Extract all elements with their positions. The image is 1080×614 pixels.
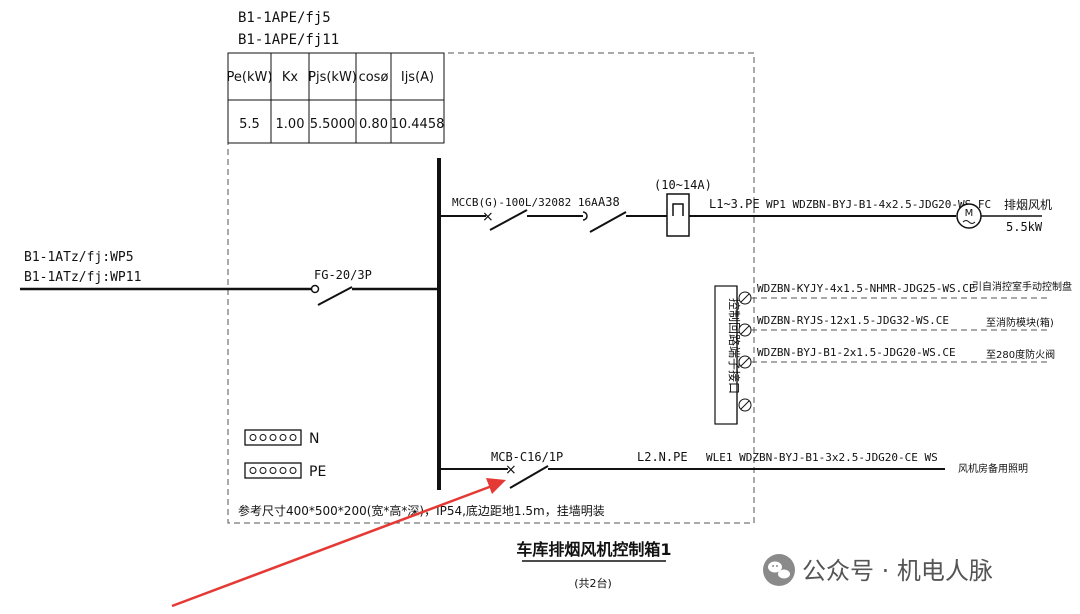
watermark-text: 公众号 · 机电人脉 [802, 557, 993, 585]
lighting-load-name: 风机房备用照明 [958, 462, 1028, 475]
relay-range-label: (10~14A) [654, 178, 712, 192]
mccb-cross-icon: × [482, 209, 494, 225]
table-header-pjs: Pjs(kW) [308, 70, 357, 85]
neutral-bar-label: N [309, 431, 319, 447]
table-value-kx: 1.00 [276, 117, 305, 132]
fan-phase-label: L1~3.PE [709, 197, 760, 211]
circuit-fan: × MCCB(G)-100L/32082 16A A38 (10~14A) L1… [439, 178, 1052, 237]
thermal-relay-element [672, 203, 684, 216]
isolator-blade [317, 286, 353, 306]
lighting-phase-label: L2.N.PE [637, 450, 688, 464]
mcb-label: MCB-C16/1P [491, 450, 563, 464]
enclosure-note: 参考尺寸400*500*200(宽*高*深)，IP54,底边距地1.5m，挂墙明… [238, 503, 605, 518]
fan-load-name: 排烟风机 [1004, 198, 1052, 212]
wechat-logo-icon [763, 554, 795, 586]
motor-symbol: M [965, 208, 974, 219]
table-value-ijs: 10.4458 [391, 117, 445, 132]
table-value-pjs: 5.5000 [310, 117, 356, 132]
motor-tilde-icon [962, 220, 976, 224]
mccb-label: MCCB(G)-100L/32082 16A [452, 196, 598, 209]
table-header-pe: Pe(kW) [227, 70, 273, 85]
control-cable-1: WDZBN-KYJY-4x1.5-NHMR-JDG25-WS.CE [757, 282, 976, 295]
source-label-2: B1-1APE/fj11 [238, 32, 339, 48]
earth-bar: PE [244, 462, 326, 480]
fan-load-power: 5.5kW [1006, 220, 1043, 234]
watermark: 公众号 · 机电人脉 [763, 554, 993, 586]
isolator-pivot [310, 284, 320, 294]
control-dest-3: 至280度防火阀 [986, 348, 1055, 361]
table-header-kx: Kx [282, 70, 299, 85]
panel-subtitle: (共2台) [574, 576, 612, 590]
load-table: Pe(kW) Kx Pjs(kW) cosø Ijs(A) 5.5 1.00 5… [227, 52, 445, 144]
terminal-block: 控制回路端子接口 WDZBN-KYJY-4x1.5-NHMR-JDG25-WS.… [714, 280, 1072, 425]
control-cable-3: WDZBN-BYJ-B1-2x1.5-JDG20-WS.CE [757, 346, 956, 359]
contactor-blade [589, 211, 627, 233]
terminal-1 [738, 291, 752, 305]
incoming-label-2: B1-1ATz/fj:WP11 [24, 270, 141, 285]
mccb-blade [489, 209, 528, 231]
terminal-4 [738, 398, 752, 412]
isolator-label: FG-20/3P [314, 268, 372, 282]
thermal-relay-icon [666, 193, 690, 237]
control-cable-2: WDZBN-RYJS-12x1.5-JDG32-WS.CE [757, 314, 949, 327]
terminal-block-label: 控制回路端子接口 [727, 298, 742, 394]
control-dest-2: 至消防模块(箱) [986, 316, 1054, 329]
enclosure-boundary [227, 52, 755, 524]
table-header-cos: cosø [359, 70, 389, 85]
lighting-cable-label: WLE1 WDZBN-BYJ-B1-3x2.5-JDG20-CE WS [706, 451, 938, 464]
circuit-lighting: × MCB-C16/1P L2.N.PE WLE1 WDZBN-BYJ-B1-3… [439, 450, 1028, 489]
fan-cable-label: WP1 WDZBN-BYJ-B1-4x2.5-JDG20-WS.FC [766, 198, 991, 211]
table-value-pe: 5.5 [239, 117, 260, 132]
source-label-1: B1-1APE/fj5 [238, 10, 331, 26]
mcb-cross-icon: × [505, 462, 517, 478]
earth-bar-label: PE [309, 464, 326, 480]
table-value-cos: 0.80 [359, 117, 388, 132]
contactor-arc-icon [582, 211, 588, 221]
neutral-bar: N [244, 429, 319, 447]
terminal-3 [738, 355, 752, 369]
control-dest-1: 引自消控室手动控制盘 [972, 280, 1072, 293]
mcb-blade [509, 465, 549, 489]
contactor-label: A38 [598, 195, 620, 209]
panel-title: 车库排烟风机控制箱1 [516, 540, 671, 559]
table-header-ijs: Ijs(A) [401, 70, 434, 85]
terminal-2 [738, 323, 752, 337]
incoming-label-1: B1-1ATz/fj:WP5 [24, 250, 134, 265]
highlight-arrow [171, 478, 506, 608]
